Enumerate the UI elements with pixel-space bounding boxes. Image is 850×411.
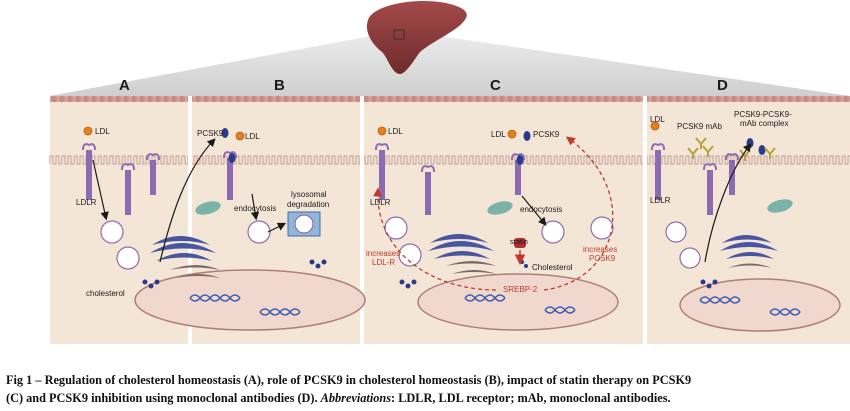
statin-icon bbox=[514, 238, 526, 248]
mab-antibody-icons bbox=[687, 137, 776, 161]
endoplasmic-reticulum bbox=[170, 261, 772, 278]
caption-text-1: Fig 1 – Regulation of cholesterol homeos… bbox=[6, 373, 692, 387]
label-complex-1: PCSK9-PCSK9- bbox=[734, 110, 792, 119]
label-ldl-c: LDL bbox=[388, 127, 403, 136]
label-endocytosis-b: endocytosis bbox=[234, 204, 276, 213]
microvilli bbox=[49, 155, 850, 165]
apical-membrane bbox=[50, 95, 850, 103]
panel-letter-b: B bbox=[274, 77, 285, 94]
label-statin: statin bbox=[510, 237, 528, 246]
caption-line-2: (C) and PCSK9 inhibition using monoclona… bbox=[6, 389, 846, 407]
black-arrows bbox=[92, 138, 752, 263]
ldl-particles bbox=[83, 121, 660, 141]
caption-text-2a: (C) and PCSK9 inhibition using monoclona… bbox=[6, 391, 321, 405]
nucleus-c bbox=[417, 273, 619, 331]
caption-text-2c: : LDLR, LDL receptor; mAb, monoclonal an… bbox=[391, 391, 671, 405]
label-cholesterol-a: cholesterol bbox=[86, 289, 125, 298]
label-lysosomal-b: lysosomal bbox=[291, 190, 327, 199]
panel-letter-a: A bbox=[119, 77, 130, 94]
caption-abbrev-label: Abbreviations bbox=[320, 391, 392, 405]
label-ldl-d: LDL bbox=[650, 115, 665, 124]
label-increases-ldlr-1: increases bbox=[366, 249, 400, 258]
figure-caption: Fig 1 – Regulation of cholesterol homeos… bbox=[6, 371, 846, 407]
label-increases-pcsk9-1: increases bbox=[583, 245, 617, 254]
nucleus-d bbox=[679, 278, 841, 332]
separator-cd bbox=[643, 96, 647, 344]
label-ldl-b: LDL bbox=[245, 132, 260, 141]
zoom-fan bbox=[50, 32, 850, 96]
label-pcsk9-mab: PCSK9 mAb bbox=[677, 122, 722, 131]
red-feedback-arrows bbox=[373, 136, 614, 291]
label-pcsk9-b: PCSK9 bbox=[197, 129, 224, 138]
mitochondria bbox=[195, 199, 793, 215]
label-ldl-a: LDL bbox=[95, 127, 110, 136]
label-srebp: SREBP-2 bbox=[503, 285, 538, 294]
pcsk9-molecules bbox=[221, 128, 766, 165]
separator-bc bbox=[360, 96, 364, 344]
endosome-vesicles bbox=[100, 216, 701, 270]
label-endocytosis-c: endocytosis bbox=[520, 205, 562, 214]
lysosome-vesicle bbox=[294, 214, 314, 234]
label-ldlr-c: LDLR bbox=[370, 198, 391, 207]
label-ldlr-d: LDLR bbox=[650, 196, 671, 205]
label-complex-2: mAb complex bbox=[740, 119, 788, 128]
label-increases-ldlr-2: LDL-R bbox=[372, 258, 395, 267]
label-degradation-b: degradation bbox=[287, 200, 329, 209]
label-ldl-c2: LDL bbox=[491, 130, 506, 139]
panel-letter-d: D bbox=[717, 77, 728, 94]
panel-letter-c: C bbox=[490, 77, 501, 94]
liver-icon bbox=[366, 0, 467, 75]
label-pcsk9-c: PCSK9 bbox=[533, 130, 560, 139]
ldl-receptors bbox=[82, 143, 739, 215]
label-increases-pcsk9-2: PCSK9 bbox=[589, 254, 616, 263]
caption-line-1: Fig 1 – Regulation of cholesterol homeos… bbox=[6, 371, 846, 389]
nucleus-ab bbox=[134, 269, 366, 331]
label-cholesterol-c: Cholesterol bbox=[532, 263, 573, 272]
separator-ab bbox=[188, 96, 192, 344]
label-ldlr-a: LDLR bbox=[76, 198, 97, 207]
dna-strands bbox=[189, 294, 801, 316]
